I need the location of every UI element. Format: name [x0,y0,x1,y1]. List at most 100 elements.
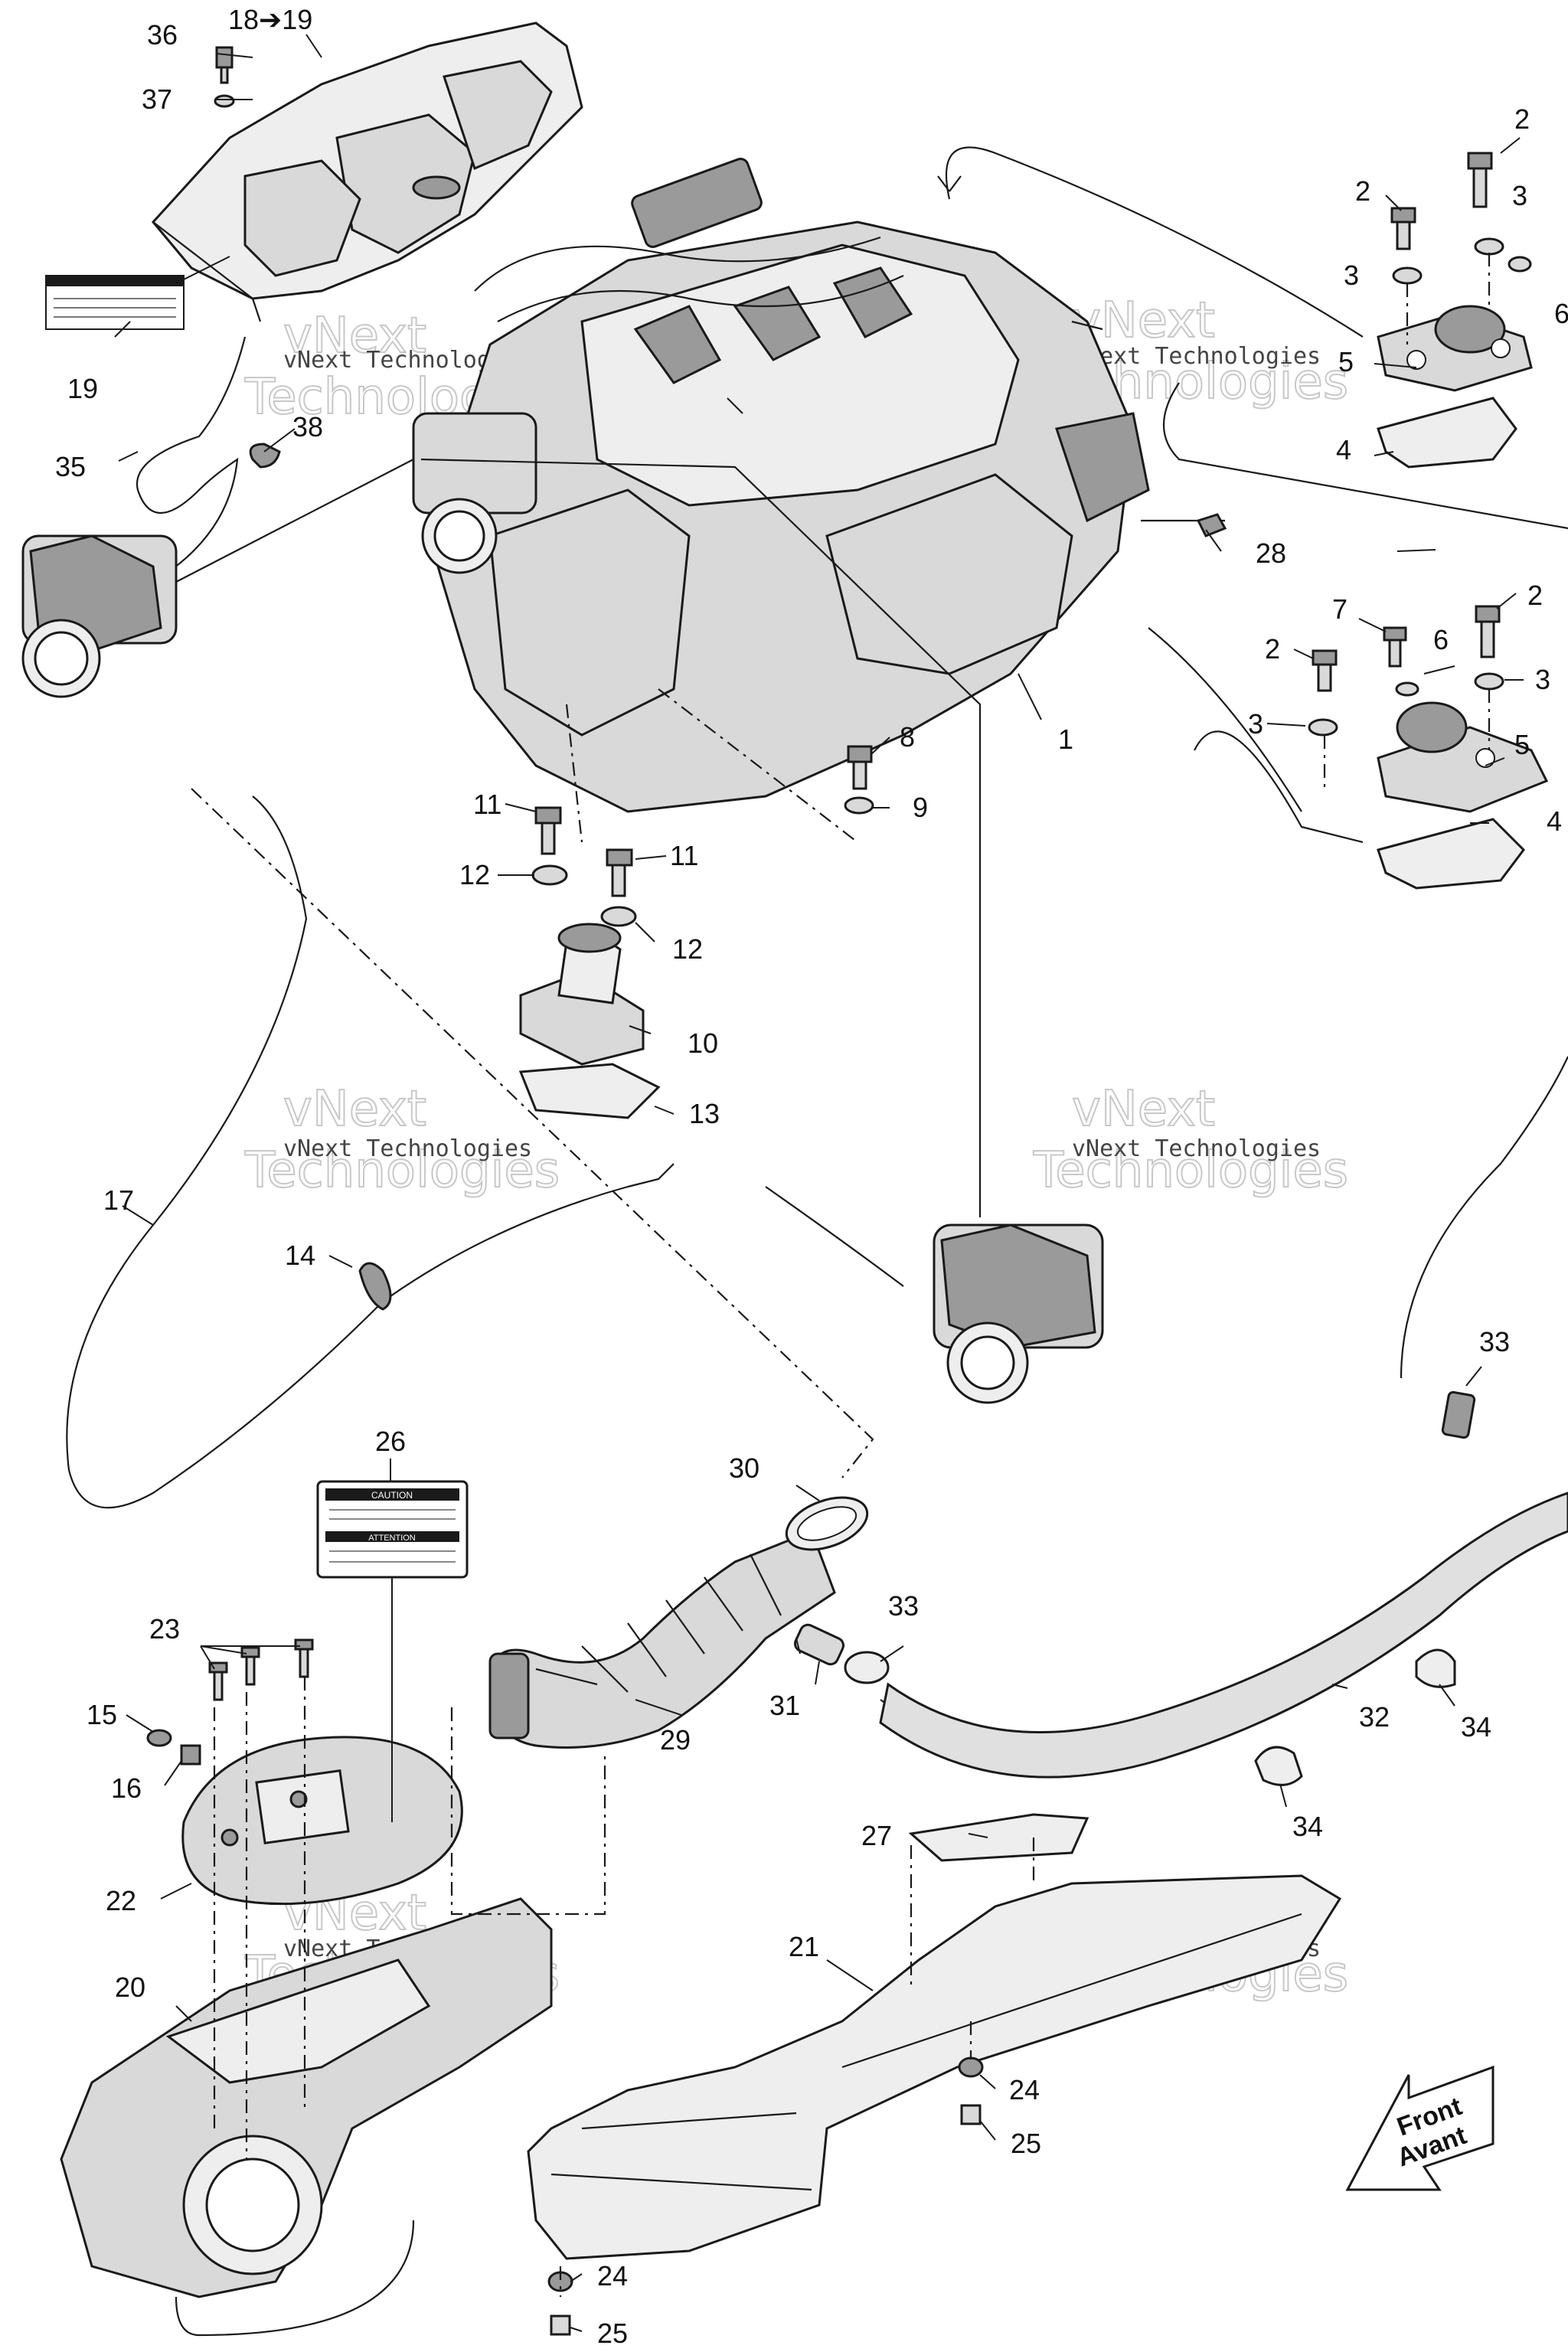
svg-text:vNext: vNext [283,1081,426,1138]
grommet-37 [214,94,235,108]
callout-19: 19 [67,373,98,404]
engine-mount-upper-right [1377,305,1533,469]
callout-24: 24 [597,2260,628,2292]
leader-lines [114,34,1524,2332]
callout-6: 6 [1554,298,1568,329]
nut-28 [1196,513,1227,537]
callout-38: 38 [292,411,323,443]
svg-text:Technologies: Technologies [244,1142,560,1199]
callout-6: 6 [1433,624,1449,655]
engine-cover-part [152,21,583,322]
fasteners-lower-right [1308,605,1504,737]
clamp-33-upper [1441,1390,1476,1439]
callout-3: 3 [1344,260,1359,291]
callout-28: 28 [1256,537,1286,569]
watermark-4: vNext Technologies vNext Technologies [1032,1080,1349,1200]
front-direction-arrow: Front Avant [1345,2065,1494,2191]
throttle-body-ref-1 [21,534,178,698]
callout-37: 37 [142,83,172,115]
callout-25: 25 [1011,2128,1041,2159]
callout-32: 32 [1359,1701,1390,1733]
fasteners-bottom [531,745,874,927]
hose-clamp-30 [785,1496,869,1551]
callout-17: 17 [103,1184,134,1216]
clamp-33-lower [844,1651,890,1684]
callout-11: 11 [670,840,698,871]
svg-text:vNext: vNext [1072,1081,1215,1138]
callout-12: 12 [459,859,490,890]
caution-label-26: CAUTION ATTENTION [316,1480,469,1579]
callout-26: 26 [375,1426,406,1457]
callout-35: 35 [55,451,86,482]
bolt-36 [215,46,234,84]
callout-4: 4 [1336,434,1351,466]
fastener-16 [180,1744,201,1766]
callout-3: 3 [1248,708,1263,740]
callout-2: 2 [1355,175,1370,207]
fasteners-upper-right [1390,152,1532,285]
callout-18-to-19: 18➔19 [228,4,312,35]
throttle-body-on-engine [412,412,537,574]
callout-15: 15 [87,1699,117,1730]
hose-32-ext [1400,1056,1568,1379]
airbox-cover-22 [181,1736,463,1906]
callout-9: 9 [913,792,928,823]
callout-20: 20 [115,1971,145,2003]
callout-4: 4 [1547,805,1562,837]
clip-14 [358,1262,392,1311]
callout-25: 25 [597,2318,628,2349]
callout-36: 36 [147,19,178,51]
callout-14: 14 [285,1240,315,1271]
tray-21 [527,1874,1342,2260]
callout-29: 29 [660,1724,691,1756]
fitting-31 [793,1623,845,1666]
callout-3: 3 [1512,180,1527,211]
callout-34: 34 [1292,1811,1323,1842]
plate-27 [908,1813,1089,1862]
assembly-lines [191,253,1491,2297]
callout-13: 13 [689,1098,720,1129]
callout-31: 31 [769,1690,800,1721]
callout-8: 8 [900,721,915,753]
svg-text:Technologies: Technologies [1033,1142,1348,1199]
callout-30: 30 [729,1452,760,1484]
callout-2: 2 [1514,103,1530,135]
cable-17-end [627,1163,675,1188]
svg-text:vNext Technologies: vNext Technologies [1072,343,1321,370]
callout-33: 33 [1479,1326,1510,1357]
callout-24: 24 [1009,2074,1040,2105]
callout-22: 22 [106,1885,136,1916]
callout-11: 11 [473,789,501,820]
callout-5: 5 [1514,729,1530,760]
engine-mount-lower-right [1377,701,1549,890]
warning-label-decal [45,275,185,330]
callout-33: 33 [888,1590,919,1622]
callout-5: 5 [1338,346,1354,377]
callout-21: 21 [789,1931,819,1962]
svg-text:CAUTION: CAUTION [371,1490,413,1501]
callout-3: 3 [1535,664,1550,695]
air-intake-hose-29 [488,1530,836,1749]
svg-text:vNext: vNext [283,308,426,364]
svg-text:vNext Technologies: vNext Technologies [283,1135,532,1162]
callout-2: 2 [1265,633,1280,665]
callout-23: 23 [149,1613,180,1645]
callout-27: 27 [861,1820,892,1851]
screws-23 [208,1638,314,1701]
engine-assembly [412,158,1150,813]
clip-38 [249,443,281,469]
callout-10: 10 [688,1027,718,1059]
svg-text:ATTENTION: ATTENTION [368,1534,416,1543]
callout-7: 7 [1332,593,1348,625]
callout-1: 1 [1058,724,1073,755]
callout-2: 2 [1527,580,1543,611]
callout-16: 16 [111,1772,142,1804]
callout-12: 12 [672,933,703,965]
callout-34: 34 [1461,1711,1491,1743]
svg-text:vNext Technologies: vNext Technologies [1072,1135,1321,1162]
clamp-34-b [1415,1648,1456,1688]
airbox-20 [60,1897,553,2298]
hose-32 [879,1491,1568,1779]
